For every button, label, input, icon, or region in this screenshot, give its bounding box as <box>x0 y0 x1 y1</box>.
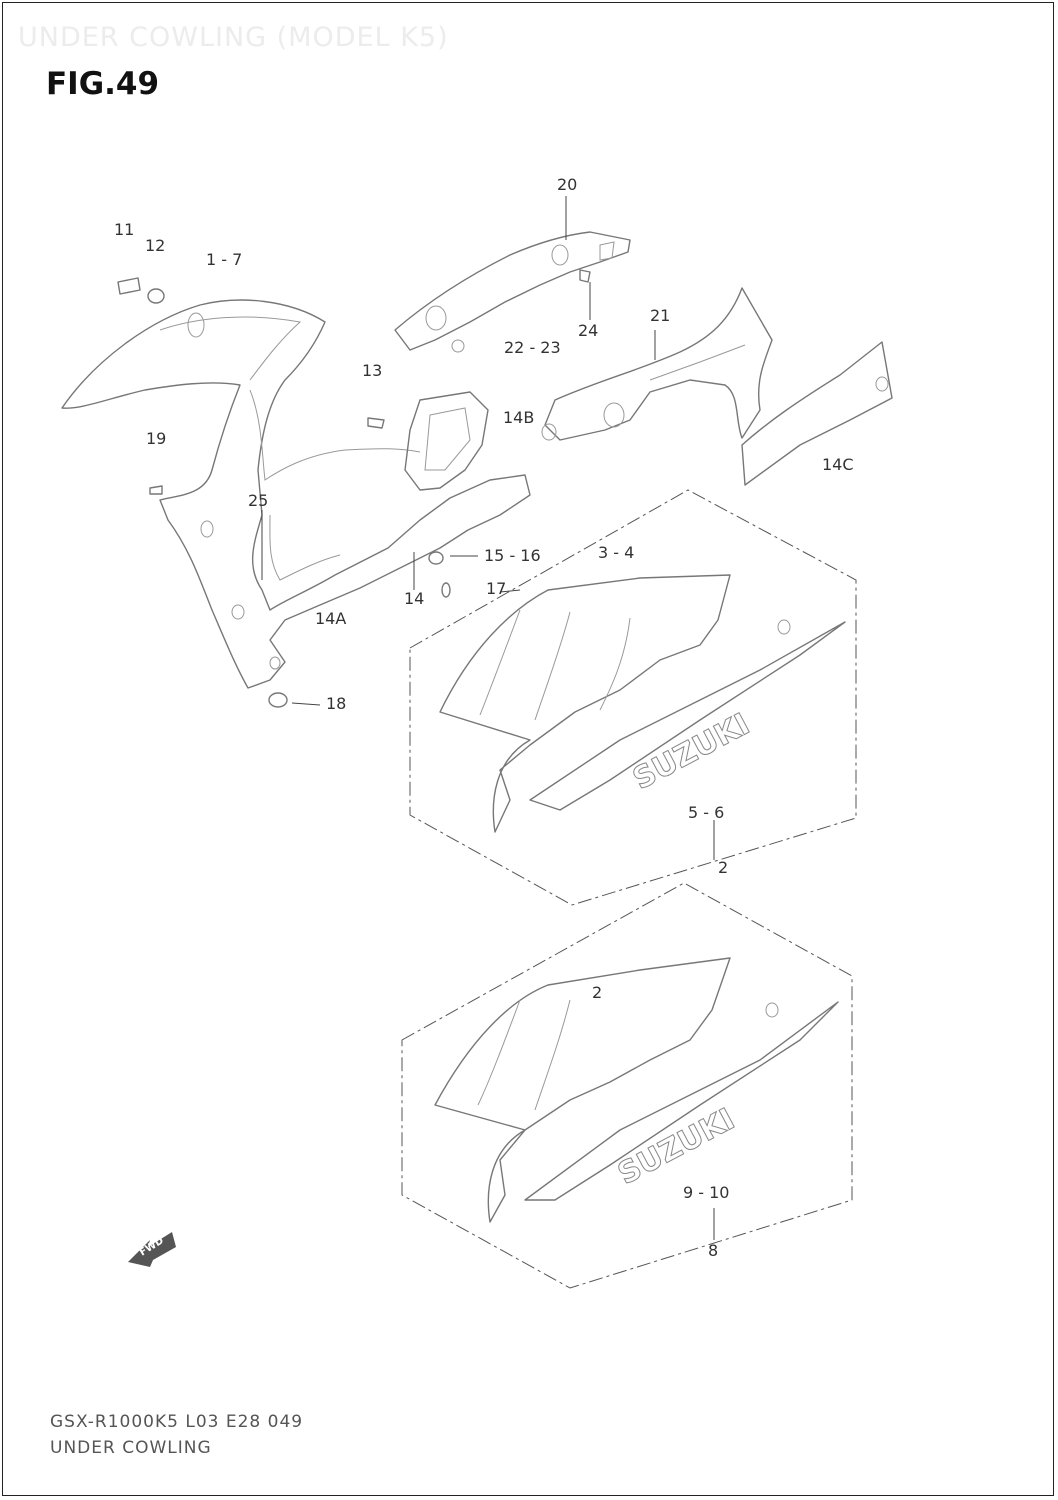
left-under-cowling <box>61 299 531 689</box>
inner-panel-center <box>541 287 773 441</box>
callout-21: 21 <box>650 306 670 325</box>
callout-2-upper: 2 <box>718 858 728 877</box>
callout-11: 11 <box>114 220 134 239</box>
callout-5-6: 5 - 6 <box>688 803 724 822</box>
callout-15-16: 15 - 16 <box>484 546 541 565</box>
callout-14: 14 <box>404 589 424 608</box>
callout-22-23: 22 - 23 <box>504 338 561 357</box>
figure-title: FIG.49 <box>46 66 160 102</box>
lower-decal-brand: SUZUKI <box>612 1102 740 1192</box>
callout-17: 17 <box>486 579 506 598</box>
callout-labels: 20 11 12 1 - 7 24 21 22 - 23 13 14B 19 1… <box>114 175 854 1260</box>
callout-25: 25 <box>248 491 268 510</box>
callout-2-lower: 2 <box>592 983 602 1002</box>
callout-13: 13 <box>362 361 382 380</box>
callout-14a: 14A <box>315 609 346 628</box>
footer-model-code: GSX-R1000K5 L03 E28 049 <box>50 1412 304 1432</box>
leader-lines <box>261 196 715 1240</box>
page-watermark: UNDER COWLING (MODEL K5) <box>18 22 449 53</box>
callout-19: 19 <box>146 429 166 448</box>
inner-panel-right <box>741 341 893 486</box>
callout-20: 20 <box>557 175 577 194</box>
callout-14b: 14B <box>503 408 534 427</box>
footer-section-title: UNDER COWLING <box>50 1438 212 1458</box>
upper-decal-brand: SUZUKI <box>627 707 755 797</box>
upper-cowling-bracket <box>394 231 631 353</box>
callout-9-10: 9 - 10 <box>683 1183 729 1202</box>
callout-14c: 14C <box>822 455 854 474</box>
fasteners <box>117 269 591 708</box>
callout-8: 8 <box>708 1241 718 1260</box>
callout-3-4: 3 - 4 <box>598 543 634 562</box>
callout-12: 12 <box>145 236 165 255</box>
callout-18: 18 <box>326 694 346 713</box>
callout-24: 24 <box>578 321 598 340</box>
callout-1-7: 1 - 7 <box>206 250 242 269</box>
fwd-arrow-icon: FWD <box>128 1232 176 1267</box>
lower-decal-box: SUZUKI <box>401 882 853 1289</box>
